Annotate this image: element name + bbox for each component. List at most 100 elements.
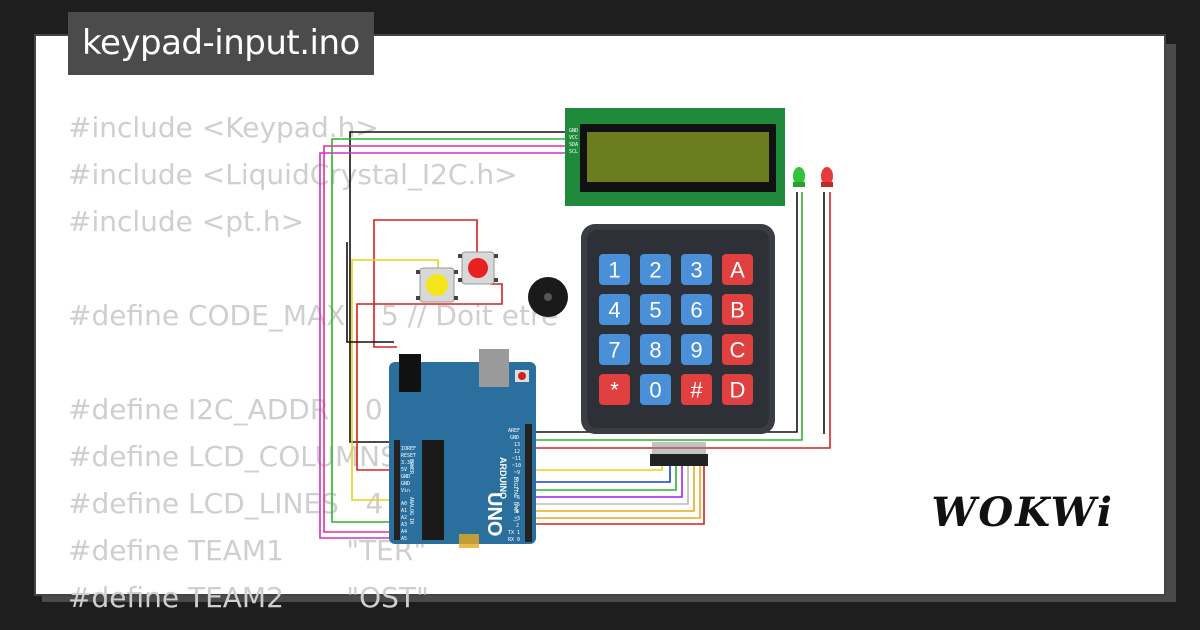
code-line: #define TEAM2 "OST" xyxy=(68,581,429,614)
digital-pin-labels-bottom: 7 ~6 ~5 4 ~3 2 TX 1 RX 0 xyxy=(508,488,520,543)
keypad-key-label: 9 xyxy=(690,338,702,363)
wokwi-logo[interactable]: WOKWi xyxy=(931,489,1114,536)
keypad-key-label: 7 xyxy=(608,338,620,363)
wire-button-red xyxy=(373,219,478,348)
lcd-pin-sda: SDA xyxy=(569,142,578,148)
code-line: #include <pt.h> xyxy=(68,205,305,238)
pin-aref: AREF xyxy=(508,428,520,434)
keypad-key-0[interactable]: 0 xyxy=(640,374,671,405)
keypad-key-7[interactable]: 7 xyxy=(599,334,630,365)
wire-lcd-scl xyxy=(319,152,568,539)
pin-ioref: IOREF xyxy=(401,446,416,452)
analog-pin-labels: A0 A1 A2 A3 A4 A5 xyxy=(401,501,407,542)
led-red[interactable] xyxy=(821,167,833,187)
power-pin-labels: IOREF RESET 3.3V 5V GND GND Vin xyxy=(401,446,416,494)
pin-a5: A5 xyxy=(401,536,407,542)
pin-reset: RESET xyxy=(401,453,416,459)
pin-rx: RX 0 xyxy=(508,537,520,543)
pin-6: ~6 xyxy=(514,495,520,501)
arduino-analog-label: ANALOG IN xyxy=(408,497,414,524)
keypad-key-label: 1 xyxy=(608,258,620,283)
keypad-key-C[interactable]: C xyxy=(722,334,753,365)
code-line: #include <LiquidCrystal_I2C.h> xyxy=(68,158,518,191)
pushbutton-red[interactable] xyxy=(458,251,498,285)
arduino-brand: ARDUINO xyxy=(498,457,508,499)
preview-card: #include <Keypad.h> #include <LiquidCrys… xyxy=(34,34,1166,614)
keypad-key-label: * xyxy=(610,378,619,403)
pin-3v3: 3.3V xyxy=(401,460,413,466)
keypad-key-label: 6 xyxy=(690,298,702,323)
arduino-uno[interactable]: ARDUINO UNO POWER ANALOG IN DIGITAL (PWM… xyxy=(389,349,536,548)
lcd-pin-gnd: GND xyxy=(569,128,578,134)
keypad-key-A[interactable]: A xyxy=(722,254,753,285)
wire-keypad-5 xyxy=(532,464,689,505)
pin-9: ~9 xyxy=(514,470,520,476)
keypad-key-*[interactable]: * xyxy=(599,374,630,405)
keypad-key-label: A xyxy=(730,258,745,283)
wires xyxy=(319,131,831,539)
keypad-key-label: 8 xyxy=(649,338,661,363)
lcd-pin-scl: SCL xyxy=(569,149,578,155)
lcd-module[interactable]: GND VCC SDA SCL xyxy=(565,108,785,206)
code-line: #define TEAM1 "TER" xyxy=(68,534,427,567)
keypad-key-D[interactable]: D xyxy=(722,374,753,405)
keypad-key-label: # xyxy=(690,378,703,403)
keypad-key-label: C xyxy=(730,338,746,363)
keypad-key-label: 0 xyxy=(649,378,661,403)
pin-4: 4 xyxy=(516,509,519,515)
keypad-key-4[interactable]: 4 xyxy=(599,294,630,325)
pin-5v: 5V xyxy=(401,467,407,473)
pin-3: ~3 xyxy=(514,516,520,522)
lcd-pin-vcc: VCC xyxy=(569,135,578,141)
pin-a2: A2 xyxy=(401,515,407,521)
wire-keypad-7 xyxy=(532,464,701,519)
keypad-key-9[interactable]: 9 xyxy=(681,334,712,365)
keypad-key-8[interactable]: 8 xyxy=(640,334,671,365)
pushbutton-yellow[interactable] xyxy=(416,267,458,303)
keypad-key-label: 3 xyxy=(690,258,702,283)
keypad-key-label: 4 xyxy=(608,298,620,323)
pin-a3: A3 xyxy=(401,522,407,528)
led-green[interactable] xyxy=(793,167,805,187)
keypad-key-1[interactable]: 1 xyxy=(599,254,630,285)
wire-keypad-1 xyxy=(532,464,663,471)
keypad-key-6[interactable]: 6 xyxy=(681,294,712,325)
wire-led-green xyxy=(532,192,803,441)
keypad-key-3[interactable]: 3 xyxy=(681,254,712,285)
code-line: #define LCD_LINES 4 xyxy=(68,487,384,520)
pin-8: 8 xyxy=(516,477,519,483)
keypad-key-#[interactable]: # xyxy=(681,374,712,405)
pin-gnd-3: GND xyxy=(510,435,519,441)
wire-keypad-8 xyxy=(532,464,705,525)
wire-button-red-gnd xyxy=(356,283,503,471)
pin-tx: TX 1 xyxy=(508,530,520,536)
pin-7: 7 xyxy=(516,488,519,494)
code-line: #define I2C_ADDR 0 xyxy=(68,393,383,426)
pin-a1: A1 xyxy=(401,508,407,514)
keypad-key-B[interactable]: B xyxy=(722,294,753,325)
buzzer[interactable] xyxy=(528,277,568,317)
wire-lcd-vcc xyxy=(331,138,568,523)
keypad-key-2[interactable]: 2 xyxy=(640,254,671,285)
keypad-key-5[interactable]: 5 xyxy=(640,294,671,325)
wire-keypad-6 xyxy=(532,464,695,512)
pin-vin: Vin xyxy=(401,488,410,494)
pin-5: ~5 xyxy=(514,502,520,508)
keypad-key-label: 5 xyxy=(649,298,661,323)
file-title: keypad-input.ino xyxy=(68,12,374,75)
pin-11: ~11 xyxy=(512,456,521,462)
arduino-power-label: POWER xyxy=(408,459,414,475)
keypad-key-label: 2 xyxy=(649,258,661,283)
keypad-header xyxy=(650,442,708,466)
pin-gnd-1: GND xyxy=(401,474,410,480)
arduino-digital-label: DIGITAL (PWM ~) xyxy=(512,477,518,522)
wire-keypad-4 xyxy=(532,464,683,498)
wire-led-red xyxy=(532,192,831,449)
digital-pin-labels-top: AREF GND 13 12 ~11 ~10 ~9 8 xyxy=(508,428,521,483)
wire-buzzer xyxy=(346,242,394,343)
pin-a4: A4 xyxy=(401,529,407,535)
pin-2: 2 xyxy=(516,523,519,529)
